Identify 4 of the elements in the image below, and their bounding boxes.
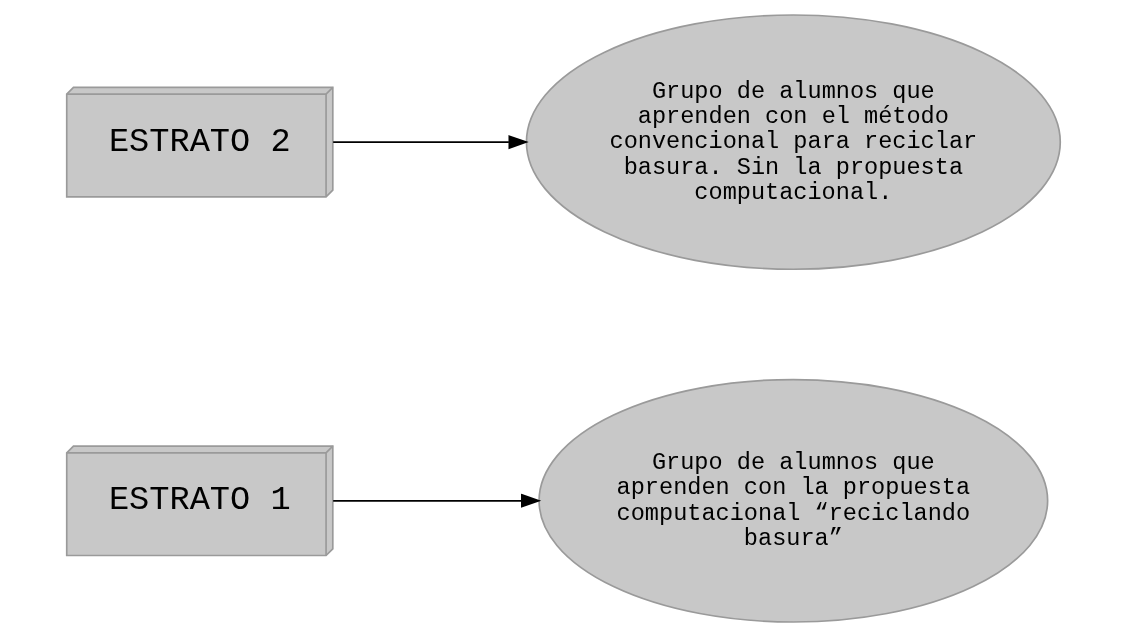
arrow: [331, 493, 541, 508]
node-ellipse: Grupo de alumnos que aprenden con el método convencional para reciclar basura. Sin la propuesta computacional.: [525, 14, 1061, 271]
node-ellipse: Grupo de alumnos que aprenden con la propuesta computacional “reciclando basura”: [537, 378, 1048, 623]
arrow: [331, 135, 529, 150]
